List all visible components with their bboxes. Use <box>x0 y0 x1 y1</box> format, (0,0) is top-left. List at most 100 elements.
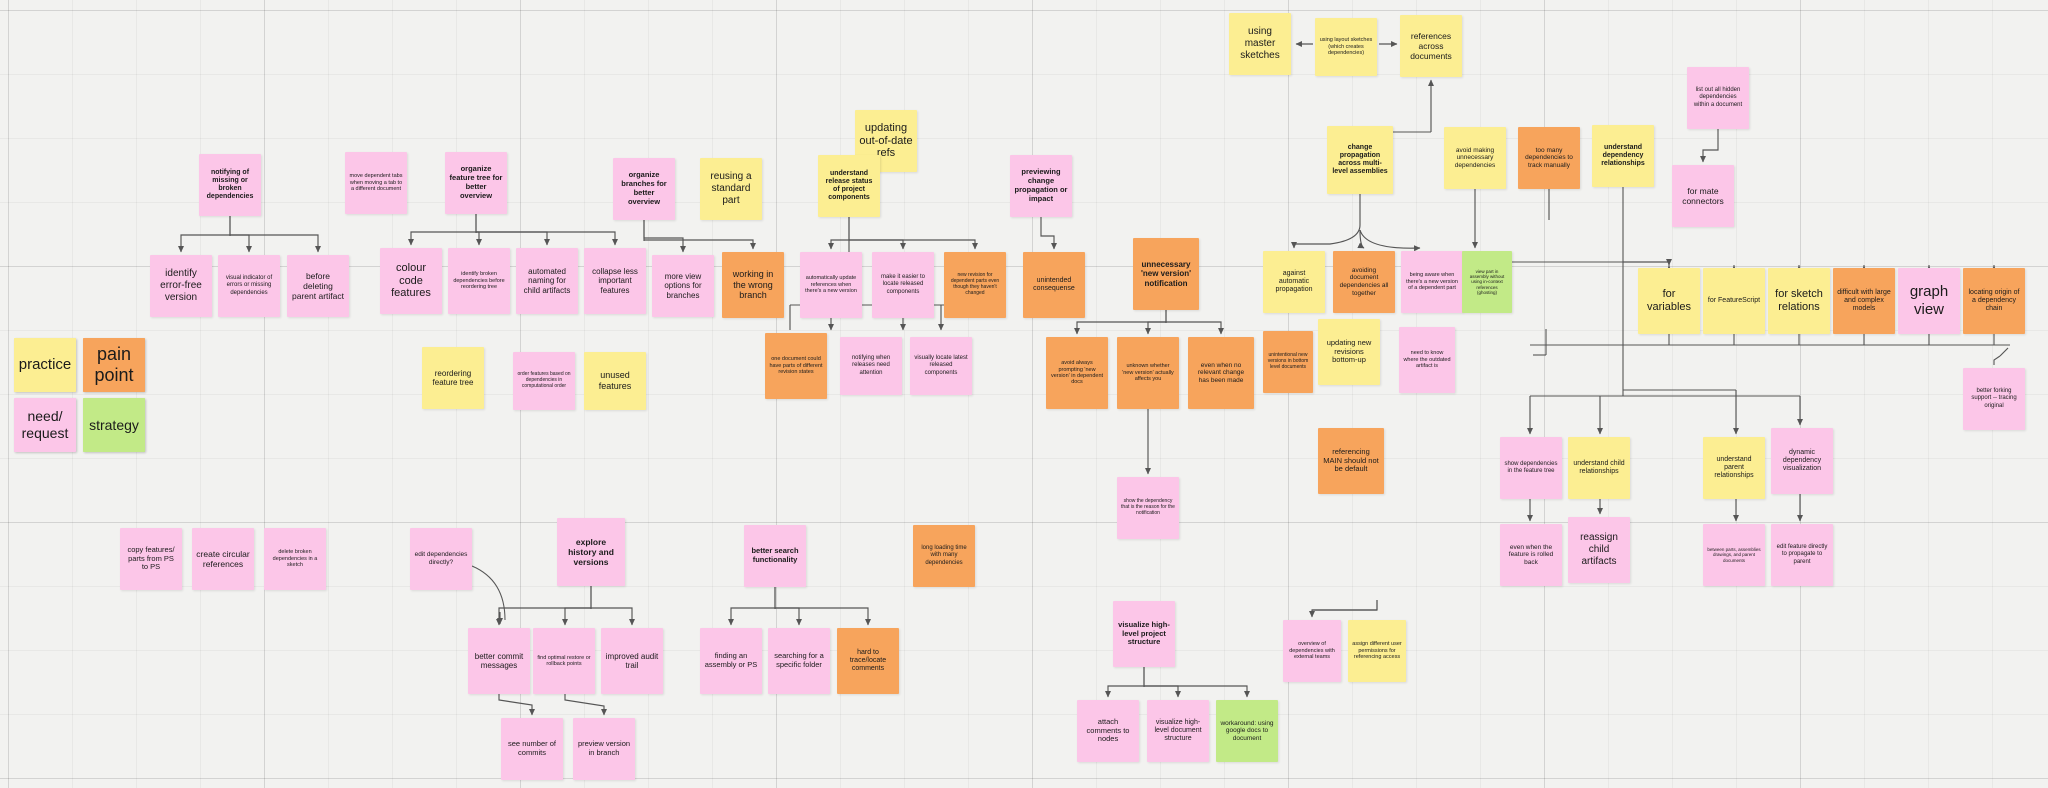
sticky-note[interactable]: need/ request <box>14 398 76 452</box>
sticky-note[interactable]: organize feature tree for better overvie… <box>445 152 507 214</box>
sticky-note-text: automatically update references when the… <box>805 275 857 295</box>
sticky-note[interactable]: understand dependency relationships <box>1592 125 1654 187</box>
sticky-note[interactable]: visualize high-level document structure <box>1147 700 1209 762</box>
sticky-note[interactable]: before deleting parent artifact <box>287 255 349 317</box>
sticky-note[interactable]: between parts, assemblies drawings, and … <box>1703 524 1765 586</box>
sticky-note[interactable]: understand release status of project com… <box>818 155 880 217</box>
sticky-note[interactable]: for sketch relations <box>1768 268 1830 334</box>
sticky-note[interactable]: referencing MAIN should not be default <box>1318 428 1384 494</box>
sticky-note[interactable]: notifying of missing or broken dependenc… <box>199 154 261 216</box>
sticky-note[interactable]: working in the wrong branch <box>722 252 784 318</box>
sticky-note[interactable]: reusing a standard part <box>700 158 762 220</box>
sticky-note[interactable]: workaround: using google docs to documen… <box>1216 700 1278 762</box>
sticky-note[interactable]: organize branches for better overview <box>613 158 675 220</box>
sticky-note[interactable]: for variables <box>1638 268 1700 334</box>
sticky-note[interactable]: overview of dependencies with external t… <box>1283 620 1341 682</box>
sticky-note[interactable]: dynamic dependency visualization <box>1771 428 1833 494</box>
sticky-note-text: copy features/ parts from PS to PS <box>127 544 175 572</box>
sticky-note-text: avoid always prompting 'new version' in … <box>1050 360 1104 386</box>
sticky-note[interactable]: copy features/ parts from PS to PS <box>120 528 182 590</box>
sticky-note[interactable]: new revision for dependent parts even th… <box>944 252 1006 318</box>
sticky-note-text: updating out-of-date refs <box>859 121 913 160</box>
sticky-note[interactable]: for FeatureScript <box>1703 268 1765 334</box>
sticky-note[interactable]: references across documents <box>1400 15 1462 77</box>
sticky-note[interactable]: difficult with large and complex models <box>1833 268 1895 334</box>
sticky-note[interactable]: finding an assembly or PS <box>700 628 762 694</box>
sticky-note[interactable]: avoid always prompting 'new version' in … <box>1046 337 1108 409</box>
sticky-note[interactable]: avoid making unnecessary dependencies <box>1444 127 1506 189</box>
sticky-note[interactable]: automated naming for child artifacts <box>516 248 578 314</box>
sticky-note[interactable]: reassign child artifacts <box>1568 517 1630 583</box>
sticky-note[interactable]: need to know where the outdated artifact… <box>1399 327 1455 393</box>
sticky-note[interactable]: edit feature directly to propagate to pa… <box>1771 524 1833 586</box>
sticky-note-text: dynamic dependency visualization <box>1782 448 1822 473</box>
sticky-note[interactable]: avoiding document dependencies all toget… <box>1333 251 1395 313</box>
sticky-note[interactable]: unintended consequense <box>1023 252 1085 318</box>
sticky-note[interactable]: more view options for branches <box>652 255 714 317</box>
sticky-note-text: improved audit trail <box>605 651 659 670</box>
sticky-note[interactable]: pain point <box>83 338 145 392</box>
sticky-note[interactable]: even when the feature is rolled back <box>1500 524 1562 586</box>
sticky-note[interactable]: find optimal restore or rollback points <box>533 628 595 694</box>
sticky-note[interactable]: long loading time with many dependencies <box>913 525 975 587</box>
sticky-note[interactable]: show the dependency that is the reason f… <box>1117 477 1179 539</box>
sticky-note[interactable]: understand child relationships <box>1568 437 1630 499</box>
sticky-note[interactable]: updating out-of-date refs <box>855 110 917 172</box>
sticky-note[interactable]: unknown whether 'new version' actually a… <box>1117 337 1179 409</box>
sticky-note[interactable]: against automatic propagation <box>1263 251 1325 313</box>
sticky-note[interactable]: visually locate latest released componen… <box>910 337 972 395</box>
sticky-note[interactable]: edit dependencies directly? <box>410 528 472 590</box>
sticky-note[interactable]: notifying when releases need attention <box>840 337 902 395</box>
sticky-note[interactable]: one document could have parts of differe… <box>765 333 827 399</box>
sticky-note[interactable]: updating new revisions bottom-up <box>1318 319 1380 385</box>
sticky-note[interactable]: reordering feature tree <box>422 347 484 409</box>
sticky-note[interactable]: improved audit trail <box>601 628 663 694</box>
sticky-note-text: graph view <box>1909 283 1949 318</box>
sticky-note[interactable]: even when no relevant change has been ma… <box>1188 337 1254 409</box>
sticky-note[interactable]: better forking support -- tracing origin… <box>1963 368 2025 430</box>
sticky-note[interactable]: collapse less important features <box>584 248 646 314</box>
sticky-note[interactable]: see number of commits <box>501 718 563 780</box>
sticky-note[interactable]: searching for a specific folder <box>768 628 830 694</box>
sticky-note[interactable]: create circular references <box>192 528 254 590</box>
sticky-note[interactable]: colour code features <box>380 248 442 314</box>
sticky-note[interactable]: practice <box>14 338 76 392</box>
sticky-note[interactable]: understand parent relationships <box>1703 437 1765 499</box>
sticky-note[interactable]: move dependent tabs when moving a tab to… <box>345 152 407 214</box>
sticky-note[interactable]: show dependencies in the feature tree <box>1500 437 1562 499</box>
sticky-note[interactable]: order features based on dependencies in … <box>513 352 575 410</box>
sticky-note-text: locating origin of a dependency chain <box>1968 288 2020 313</box>
sticky-note[interactable]: automatically update references when the… <box>800 252 862 318</box>
sticky-note[interactable]: change propagation across multi-level as… <box>1327 126 1393 194</box>
sticky-note[interactable]: previewing change propagation or impact <box>1010 155 1072 217</box>
sticky-note[interactable]: attach comments to nodes <box>1077 700 1139 762</box>
sticky-note[interactable]: being aware when there's a new version o… <box>1401 251 1463 313</box>
sticky-note[interactable]: using layout sketches (which creates dep… <box>1315 18 1377 76</box>
sticky-note[interactable]: assign different user permissions for re… <box>1348 620 1406 682</box>
sticky-note[interactable]: delete broken dependencies in a sketch <box>264 528 326 590</box>
sticky-note[interactable]: using master sketches <box>1229 13 1291 75</box>
sticky-note[interactable]: hard to trace/locate comments <box>837 628 899 694</box>
sticky-note[interactable]: locating origin of a dependency chain <box>1963 268 2025 334</box>
sticky-note[interactable]: preview version in branch <box>573 718 635 780</box>
sticky-note[interactable]: identify error-free version <box>150 255 212 317</box>
sticky-note[interactable]: unintentional new versions in bottom lev… <box>1263 331 1313 393</box>
sticky-note[interactable]: strategy <box>83 398 145 452</box>
sticky-note[interactable]: better commit messages <box>468 628 530 694</box>
sticky-note[interactable]: too many dependencies to track manually <box>1518 127 1580 189</box>
sticky-note[interactable]: visualize high-level project structure <box>1113 601 1175 667</box>
sticky-note-text: see number of commits <box>508 739 556 757</box>
sticky-note[interactable]: list out all hidden dependencies within … <box>1687 67 1749 129</box>
sticky-note[interactable]: graph view <box>1898 268 1960 334</box>
sticky-note[interactable]: better search functionality <box>744 525 806 587</box>
sticky-note[interactable]: identify broken dependencies before reor… <box>448 248 510 314</box>
sticky-note[interactable]: visual indicator of errors or missing de… <box>218 255 280 317</box>
sticky-note[interactable]: unused features <box>584 352 646 410</box>
sticky-note[interactable]: for mate connectors <box>1672 165 1734 227</box>
sticky-note-text: being aware when there's a new version o… <box>1406 272 1458 292</box>
sticky-note[interactable]: make it easier to locate released compon… <box>872 252 934 318</box>
sticky-note[interactable]: view part in assembly without using in-c… <box>1462 251 1512 313</box>
sticky-note[interactable]: unnecessary 'new version' notification <box>1133 238 1199 310</box>
sticky-note[interactable]: explore history and versions <box>557 518 625 586</box>
